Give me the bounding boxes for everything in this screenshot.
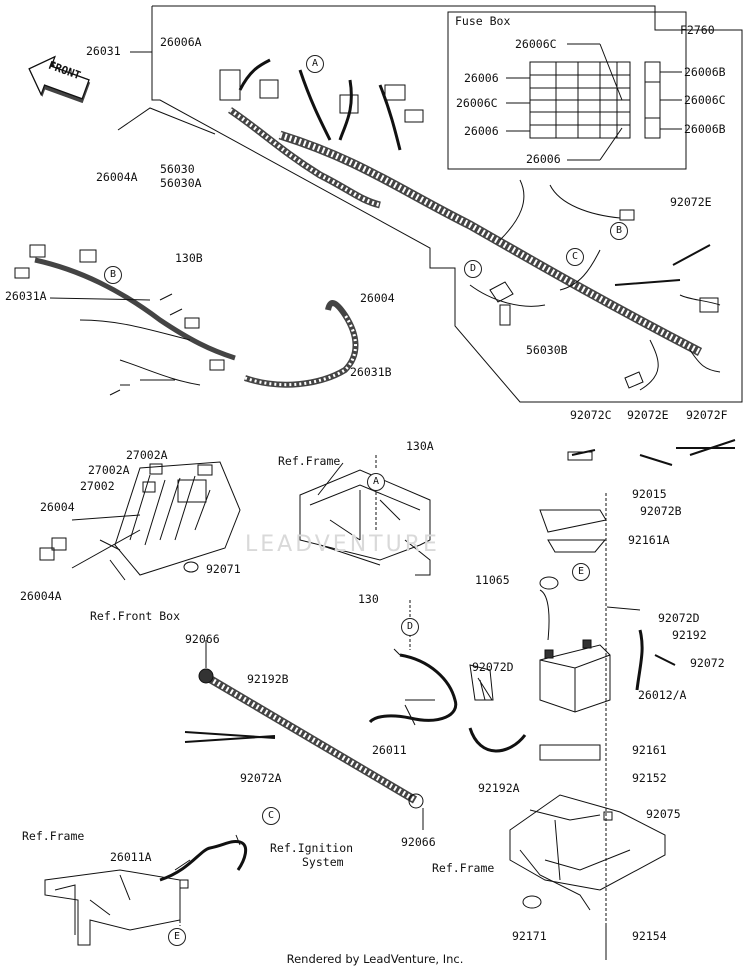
- ref-ignition-system-line2: System: [302, 855, 344, 869]
- ref-frame-center: Ref.Frame: [278, 454, 341, 468]
- part-label: 26006: [526, 152, 561, 166]
- part-label: 26006: [464, 124, 499, 138]
- part-label: 26006C: [684, 93, 726, 107]
- part-label: 26006B: [684, 65, 726, 79]
- callout-a-top: A: [306, 55, 324, 73]
- front-box-drawing: [39, 461, 241, 581]
- part-label: 11065: [475, 573, 510, 587]
- fuse-box-outline: [447, 11, 687, 170]
- battery-tray-drawing: [509, 794, 666, 960]
- callout-d-right: D: [464, 260, 482, 278]
- part-label: 26031: [86, 44, 121, 58]
- part-label: 56030: [160, 162, 195, 176]
- battery-drawing: [468, 493, 676, 930]
- part-label: 26012/A: [638, 688, 687, 702]
- part-label: 27002A: [126, 448, 168, 462]
- part-label: 26006B: [684, 122, 726, 136]
- callout-e-bottom: E: [168, 928, 186, 946]
- part-label: 92066: [401, 835, 436, 849]
- part-label: 56030B: [526, 343, 568, 357]
- watermark-text: LEADVENTURE: [245, 532, 440, 557]
- part-label: 92072A: [240, 771, 282, 785]
- sub-harness-26031A: [34, 257, 236, 361]
- part-label: 26004A: [20, 589, 62, 603]
- ref-frame-bottom-left: Ref.Frame: [22, 829, 85, 843]
- frame-section-bottom-left: [44, 834, 248, 946]
- part-label: 92171: [512, 929, 547, 943]
- battery-cable-26011: [368, 653, 458, 724]
- part-label: 27002A: [88, 463, 130, 477]
- part-label: 92072B: [640, 504, 682, 518]
- part-label: 26011: [372, 743, 407, 757]
- part-label: 92071: [206, 562, 241, 576]
- part-label: 92161A: [628, 533, 670, 547]
- part-label: 26004A: [96, 170, 138, 184]
- part-label: 26004: [40, 500, 75, 514]
- part-label: 26006C: [515, 37, 557, 51]
- part-label: 130A: [406, 439, 434, 453]
- part-label: 26006: [464, 71, 499, 85]
- callout-b-left: B: [104, 266, 122, 284]
- part-label: 92072D: [472, 660, 514, 674]
- part-label: 92161: [632, 743, 667, 757]
- harness-frame-outline: [151, 5, 743, 403]
- fuse-box-title: Fuse Box: [455, 14, 511, 28]
- part-label: 92154: [632, 929, 667, 943]
- part-label: 26031B: [350, 365, 392, 379]
- part-label: 26006C: [456, 96, 498, 110]
- part-label: 92072: [690, 656, 725, 670]
- part-label: 26006A: [160, 35, 202, 49]
- part-label: 92072E: [670, 195, 712, 209]
- fuse-box-drawing: [506, 43, 682, 161]
- part-label: 27002: [80, 479, 115, 493]
- callout-d-cable: D: [401, 618, 419, 636]
- part-label: 26011A: [110, 850, 152, 864]
- part-label: 92072E: [627, 408, 669, 422]
- part-label: 92072C: [570, 408, 612, 422]
- callout-e-battery: E: [572, 563, 590, 581]
- part-label: 130: [358, 592, 379, 606]
- part-label: 92072F: [686, 408, 728, 422]
- diagram-code: F2760: [680, 23, 715, 37]
- part-label: 26031A: [5, 289, 47, 303]
- part-label: 92072D: [658, 611, 700, 625]
- part-label: 26004: [360, 291, 395, 305]
- part-label: 92066: [185, 632, 220, 646]
- part-label: 92015: [632, 487, 667, 501]
- callout-a-frame: A: [367, 473, 385, 491]
- part-label: 92075: [646, 807, 681, 821]
- footer-credit: Rendered by LeadVenture, Inc.: [286, 952, 464, 966]
- part-label: 92192A: [478, 781, 520, 795]
- callout-b-right: B: [610, 222, 628, 240]
- ref-frame-bottom-right: Ref.Frame: [432, 861, 495, 875]
- ref-ignition-system-line1: Ref.Ignition: [270, 841, 354, 855]
- callout-c-ignition: C: [262, 807, 280, 825]
- part-label: 92152: [632, 771, 667, 785]
- part-label: 130B: [175, 251, 203, 265]
- callout-c-right: C: [566, 248, 584, 266]
- main-harness-trunk: [278, 130, 703, 356]
- front-arrow: [28, 55, 91, 104]
- part-label: 56030A: [160, 176, 202, 190]
- part-label: 92192B: [247, 672, 289, 686]
- frame-section-center: [299, 455, 431, 576]
- part-label: 92192: [672, 628, 707, 642]
- ref-front-box: Ref.Front Box: [90, 609, 181, 623]
